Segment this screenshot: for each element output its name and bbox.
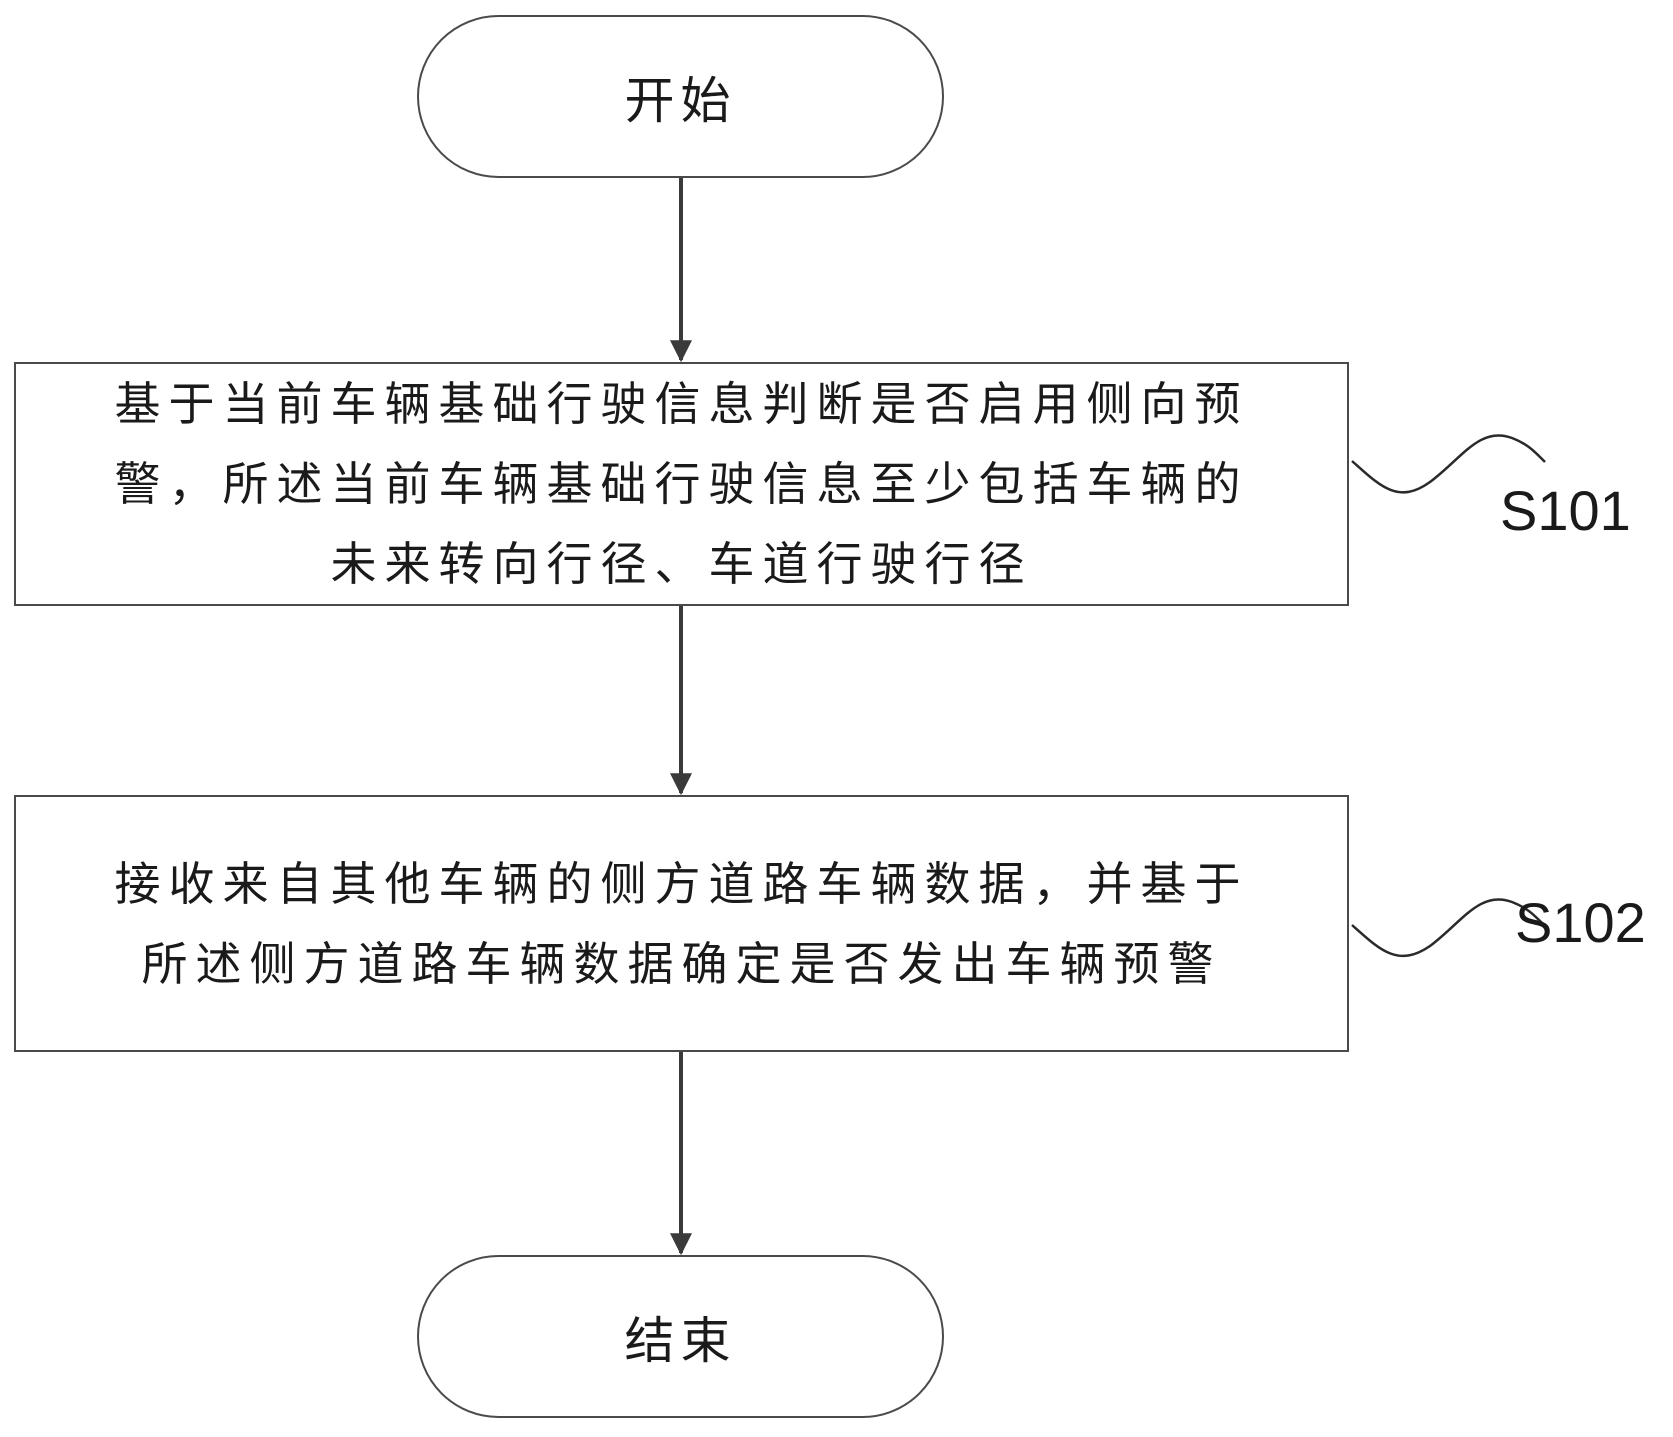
leader-line-s102	[1351, 898, 1546, 957]
end-label: 结束	[624, 1311, 737, 1370]
step-id-s102: S102	[1515, 891, 1646, 954]
step-s102-text-line-1: 接收来自其他车辆的侧方道路车辆数据，并基于	[114, 856, 1249, 911]
leader-line-s101	[1351, 434, 1546, 494]
step-s102-box: 接收来自其他车辆的侧方道路车辆数据，并基于 所述侧方道路车辆数据确定是否发出车辆…	[14, 795, 1349, 1052]
end-node: 结束	[417, 1255, 944, 1418]
step-s101-box: 基于当前车辆基础行驶信息判断是否启用侧向预 警，所述当前车辆基础行驶信息至少包括…	[14, 362, 1349, 606]
step-s101-text-line-1: 基于当前车辆基础行驶信息判断是否启用侧向预	[114, 377, 1249, 431]
step-id-s101: S101	[1500, 479, 1631, 542]
step-s101-text-line-2: 警，所述当前车辆基础行驶信息至少包括车辆的	[114, 457, 1249, 511]
start-label: 开始	[624, 71, 737, 130]
start-node: 开始	[417, 15, 944, 178]
step-s101-text-line-3: 未来转向行径、车道行驶行径	[330, 537, 1033, 591]
step-s102-text-line-2: 所述侧方道路车辆数据确定是否发出车辆预警	[141, 936, 1222, 991]
